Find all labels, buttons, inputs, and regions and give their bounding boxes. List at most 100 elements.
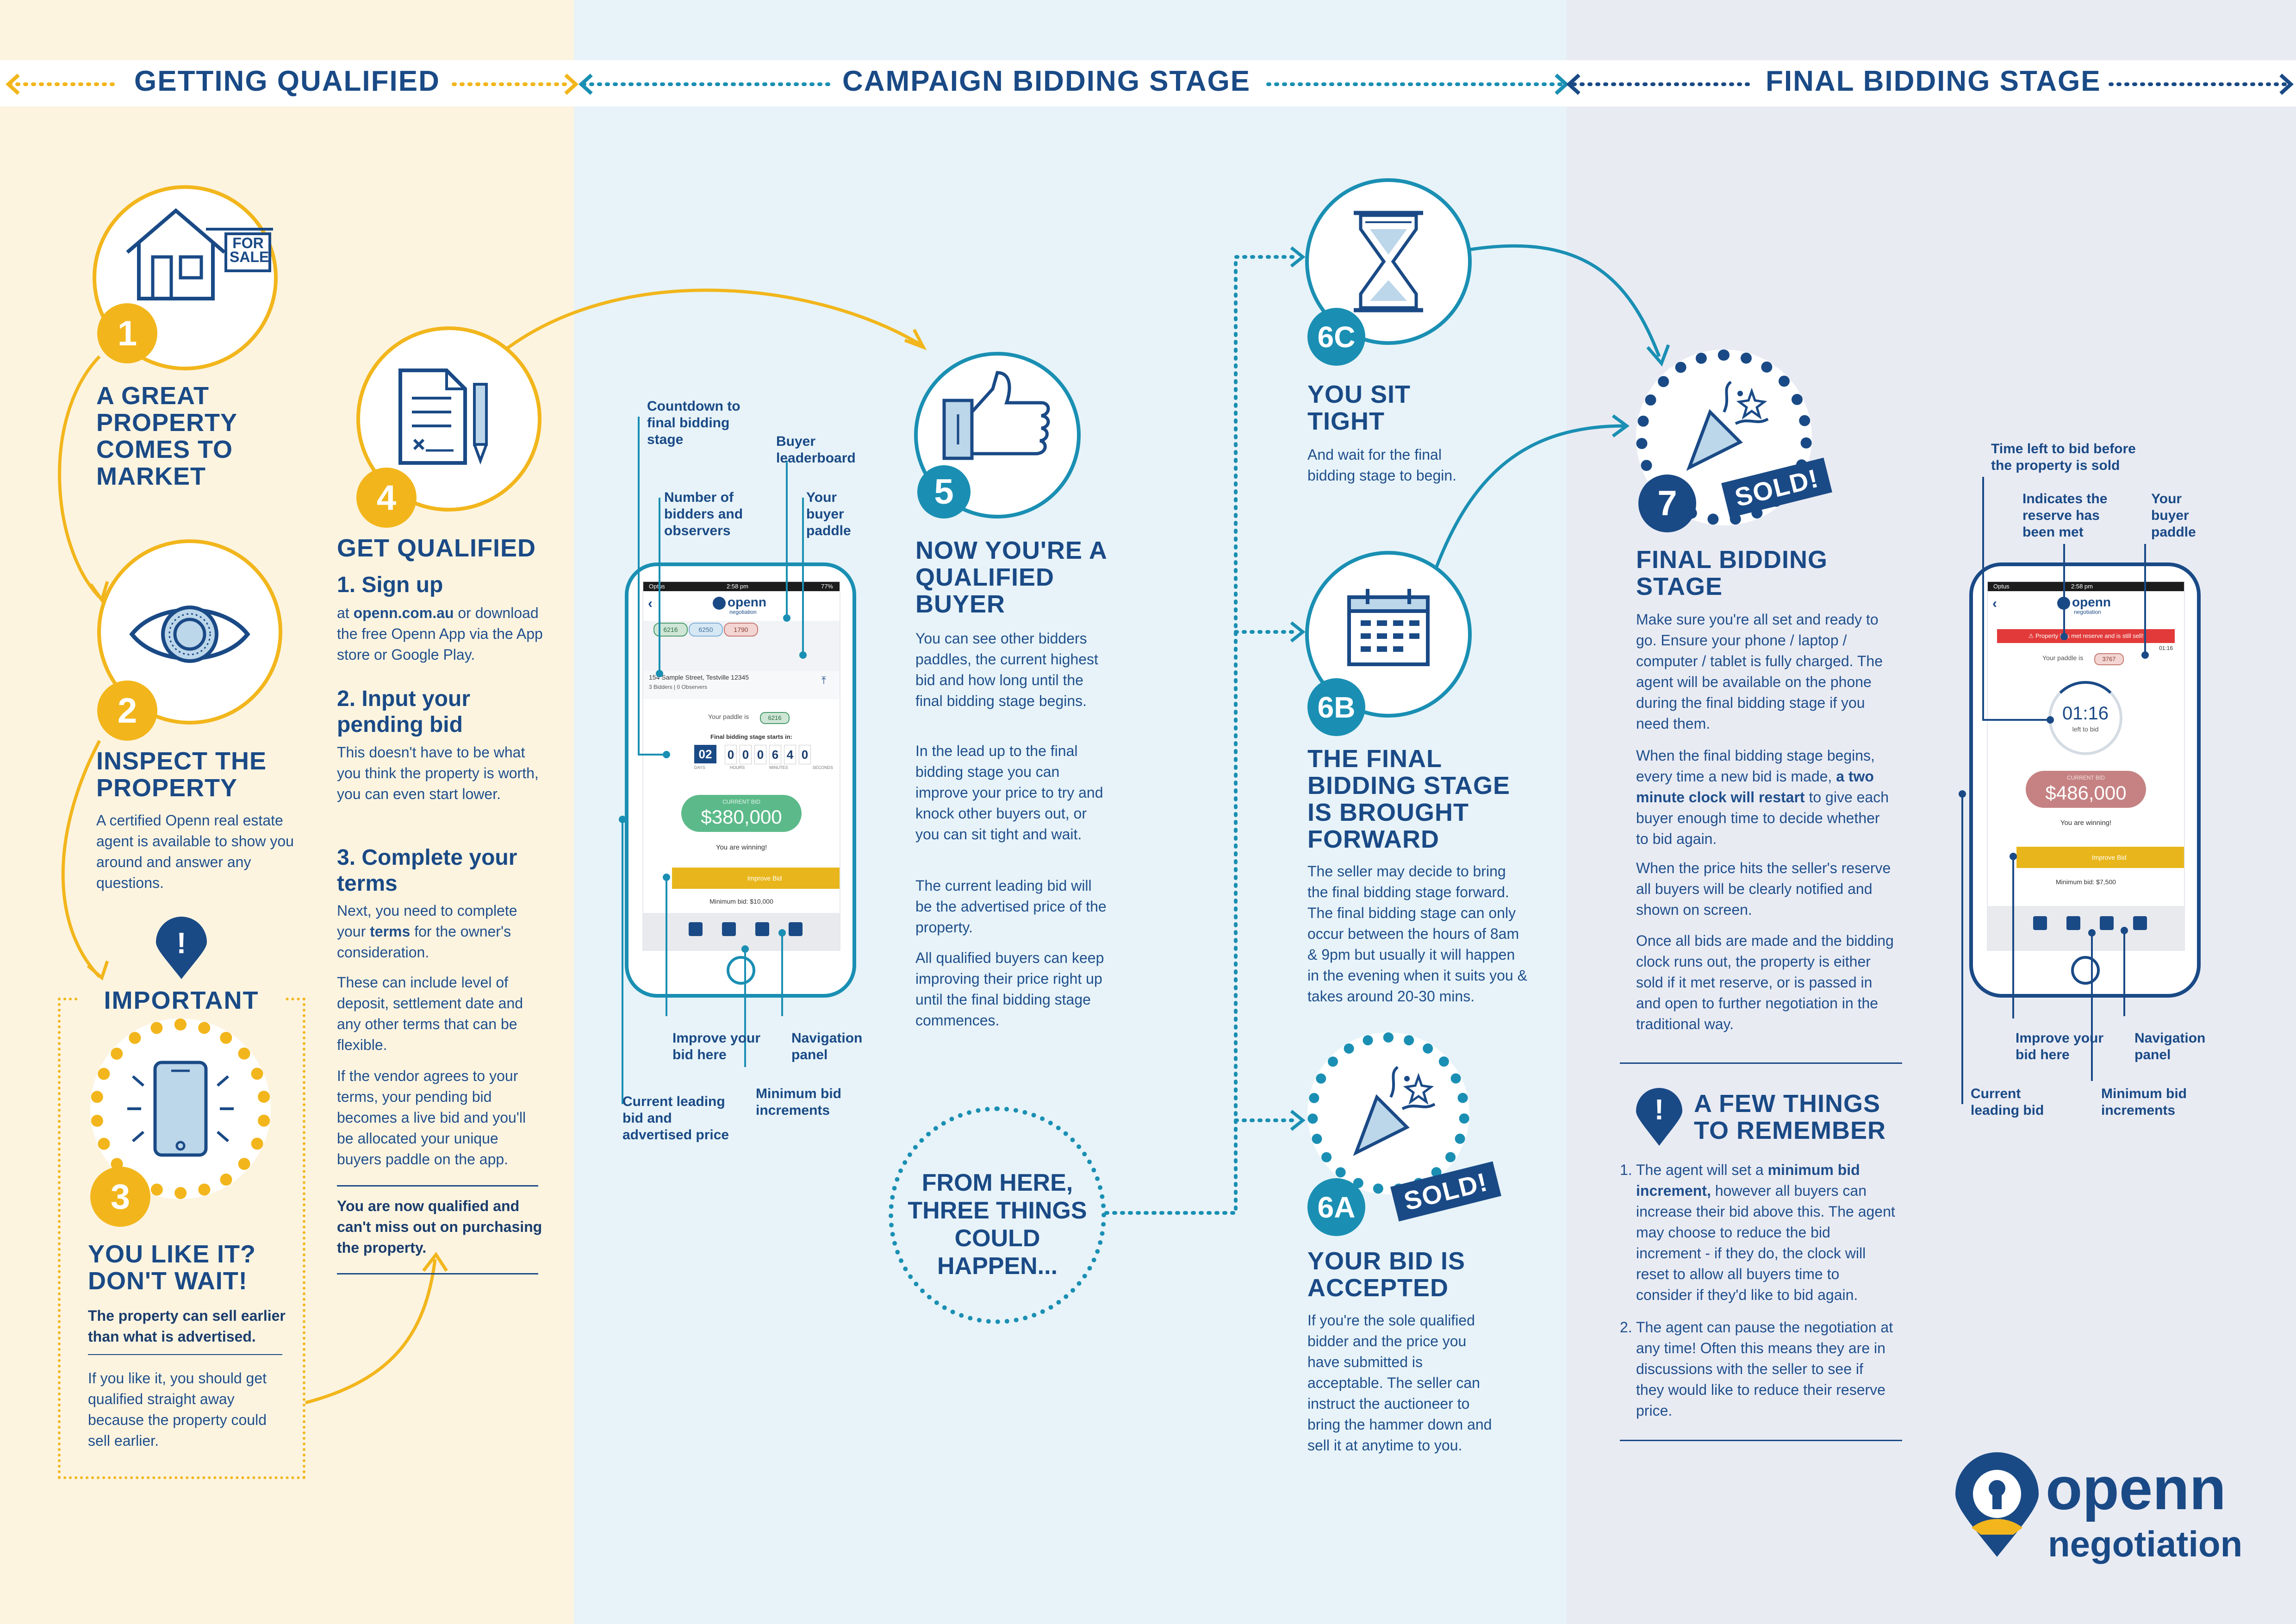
ann2-improve: Improve your bid here <box>2016 1031 2104 1062</box>
stage-label: Final bidding stage starts in: <box>710 733 792 740</box>
phone1-home-button[interactable] <box>727 956 755 985</box>
grid-nav-icon[interactable] <box>2033 916 2047 930</box>
phone1-screen: Optus 2:58 pm 77% ‹ openn negotiation 62… <box>642 581 840 951</box>
remember-1-bold: minimum bid increment, <box>1636 1162 1860 1199</box>
step6b-text: The seller may decide to bring the final… <box>1307 863 1527 1005</box>
step4-s1-title: 1. Sign up <box>337 573 443 597</box>
phone2-home-button[interactable] <box>2071 956 2100 985</box>
step2-text: A certified Openn real estate agent is a… <box>96 812 294 891</box>
user-nav-icon[interactable] <box>2133 916 2147 930</box>
step4-s3-p2: These can include level of deposit, sett… <box>337 974 523 1053</box>
calendar-icon <box>1347 589 1430 666</box>
step1-title: A GREAT PROPERTY COMES TO MARKET <box>96 382 237 490</box>
ann2-time: Time left to bid before the property is … <box>1991 441 2136 473</box>
step4-s2-title: 2. Input your pending bid <box>337 687 470 737</box>
remember-divider <box>1620 1440 1902 1441</box>
timer-label-hours: HOURS <box>729 765 745 770</box>
step6b-title: THE FINAL BIDDING STAGE IS BROUGHT FORWA… <box>1307 745 1511 853</box>
phone1-status-bar: Optus 2:58 pm 77% <box>643 582 840 591</box>
timer-days: 02 <box>694 745 716 763</box>
flag-nav-icon[interactable] <box>2066 916 2080 930</box>
three-things-text: FROM HERE, THREE THINGS COULD HAPPEN... <box>908 1169 1087 1280</box>
s1-text-a: at <box>337 605 354 621</box>
step1-number: 1 <box>97 303 157 363</box>
back-chevron-icon[interactable]: ‹ <box>648 596 653 611</box>
eye-icon <box>129 606 250 663</box>
step6c-title: YOU SIT TIGHT <box>1307 381 1411 435</box>
property-address: 154 Sample Street, Testville 12345 <box>649 674 749 681</box>
step7-p4: Once all bids are made and the bidding c… <box>1636 932 1894 1032</box>
ann2-current: Current leading bid <box>1971 1086 2044 1118</box>
step4-number: 4 <box>356 468 417 528</box>
for-sale-sign: FOR SALE <box>230 235 269 265</box>
your-paddle: 6216 <box>760 712 790 724</box>
ann-improve: Improve your bid here <box>672 1031 761 1062</box>
step4-s3-text: Next, you need to complete your terms fo… <box>337 900 545 963</box>
ann-current: Current leading bid and advertised price <box>622 1094 729 1143</box>
timer-digit: 0 <box>799 745 811 764</box>
clock-time: 01:16 <box>2062 703 2109 724</box>
phone1-logo-pin-icon <box>713 597 726 610</box>
remember-title: A FEW THINGS TO REMEMBER <box>1694 1090 1886 1144</box>
ann2-minimum: Minimum bid increments <box>2101 1086 2187 1118</box>
leader-paddle-2: 6250 <box>689 623 723 637</box>
step7-p2: When the final bidding stage begins, eve… <box>1636 745 1895 849</box>
back-chevron-icon[interactable]: ‹ <box>1992 596 1997 611</box>
timer-label-minutes: MINUTES <box>769 765 788 770</box>
logo-sub: negotiation <box>2048 1524 2243 1564</box>
bidders-observers: 3 Bidders | 0 Observers <box>649 684 707 690</box>
current-bid-pill <box>2026 771 2146 808</box>
ann-paddle: Your buyer paddle <box>806 490 851 538</box>
step3-divider <box>88 1354 282 1355</box>
improve-bid-button[interactable]: Improve Bid <box>672 868 840 889</box>
header-band <box>0 60 2296 106</box>
s3-terms: terms <box>370 923 411 940</box>
collapse-icon[interactable]: ⤒ <box>821 675 826 686</box>
logo-wordmark: openn <box>2046 1455 2226 1522</box>
timer-digit: 0 <box>725 745 737 764</box>
ann2-nav: Navigation panel <box>2134 1031 2206 1062</box>
hourglass-icon <box>1354 211 1423 312</box>
step4-s2-text: This doesn't have to be what you think t… <box>337 744 539 802</box>
bell-nav-icon[interactable] <box>2100 916 2114 930</box>
step7-p2-bold: a two minute clock will restart <box>1636 768 1874 806</box>
step4-s1-text: at openn.com.au or download the free Ope… <box>337 603 545 665</box>
step2-number: 2 <box>97 681 157 741</box>
important-icon: ! <box>176 926 187 960</box>
openn-site-link[interactable]: openn.com.au <box>353 605 454 621</box>
stage-title-qualified: GETTING QUALIFIED <box>134 65 440 97</box>
timer-label-seconds: SECONDS <box>812 765 833 770</box>
step4-title: GET QUALIFIED <box>337 534 536 562</box>
phone2-screen: Optus 2:58 pm ‹ openn negotiation ⚠ Prop… <box>1987 581 2185 951</box>
step4-final: You are now qualified and can't miss out… <box>337 1198 542 1256</box>
improve-bid-button[interactable]: Improve Bid <box>2016 847 2184 868</box>
step6a-title: YOUR BID IS ACCEPTED <box>1307 1247 1466 1302</box>
user-nav-icon[interactable] <box>789 922 803 936</box>
phone1-time: 2:58 pm <box>727 583 748 590</box>
s1-text-b: or download the free Openn App via the A… <box>337 605 543 663</box>
flag-nav-icon[interactable] <box>722 922 736 936</box>
phone2-time: 2:58 pm <box>2071 583 2093 590</box>
ann-leaderboard: Buyer leaderboard <box>776 434 856 466</box>
paddle-label: Your paddle is <box>708 713 749 720</box>
stage-title-final: FINAL BIDDING STAGE <box>1766 65 2101 97</box>
grid-nav-icon[interactable] <box>689 922 703 936</box>
ann-countdown: Countdown to final bidding stage <box>647 399 740 447</box>
s3-text-b: for the owner's consideration. <box>337 923 511 961</box>
step5-p4: All qualified buyers can keep improving … <box>915 949 1104 1029</box>
ann2-paddle: Your buyer paddle <box>2151 491 2196 540</box>
step4-s3-title: 3. Complete your terms <box>337 845 517 896</box>
important-pin-icon <box>156 917 207 979</box>
step5-title: NOW YOU'RE A QUALIFIED BUYER <box>915 537 1107 618</box>
bell-nav-icon[interactable] <box>755 922 769 936</box>
clock-sub: left to bid <box>2072 725 2099 733</box>
phone2-carrier: Optus <box>1993 583 2010 590</box>
logo-name: openn <box>2046 1458 2226 1518</box>
step3-title: YOU LIKE IT? DON'T WAIT! <box>88 1240 256 1295</box>
party-popper-icon <box>1686 381 1769 471</box>
step4-divider-bottom <box>337 1273 538 1274</box>
remember-2-text: The agent can pause the negotiation at a… <box>1636 1319 1893 1419</box>
